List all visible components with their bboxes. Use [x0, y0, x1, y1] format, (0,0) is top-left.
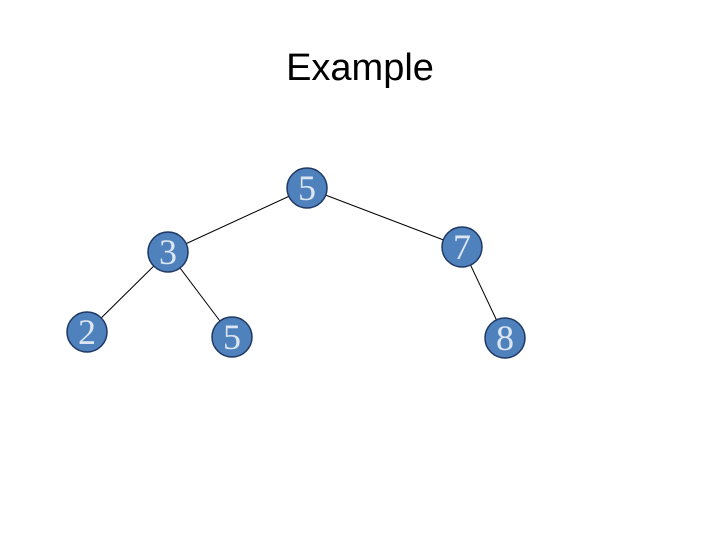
- tree-node: 5: [211, 316, 253, 358]
- tree-node-circle: [147, 231, 189, 273]
- tree-node: 7: [441, 226, 483, 268]
- tree-node: 8: [484, 317, 526, 359]
- tree-node-circle: [211, 316, 253, 358]
- tree-node: 5: [286, 167, 328, 209]
- tree-edge: [306, 187, 463, 248]
- slide-title: Example: [286, 47, 434, 89]
- tree-node-circle: [441, 226, 483, 268]
- tree-node: 2: [66, 311, 108, 353]
- tree-edge: [167, 187, 308, 253]
- tree-node-circle: [484, 317, 526, 359]
- tree-node-circle: [66, 311, 108, 353]
- tree-node: 3: [147, 231, 189, 273]
- tree-node-circle: [286, 167, 328, 209]
